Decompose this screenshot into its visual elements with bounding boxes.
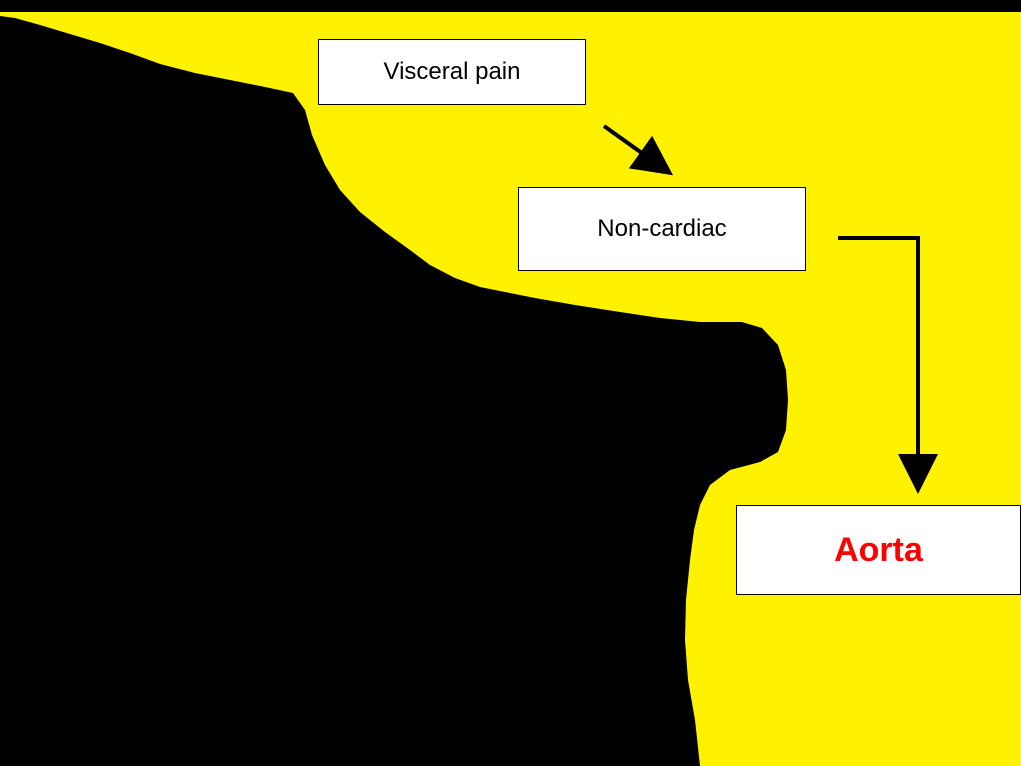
visceral-pain-box: Visceral pain bbox=[318, 39, 586, 105]
visceral-pain-label: Visceral pain bbox=[384, 58, 521, 86]
non-cardiac-box: Non-cardiac bbox=[518, 187, 806, 271]
aorta-label: Aorta bbox=[834, 531, 923, 570]
non-cardiac-label: Non-cardiac bbox=[597, 215, 726, 243]
aorta-box: Aorta bbox=[736, 505, 1021, 595]
